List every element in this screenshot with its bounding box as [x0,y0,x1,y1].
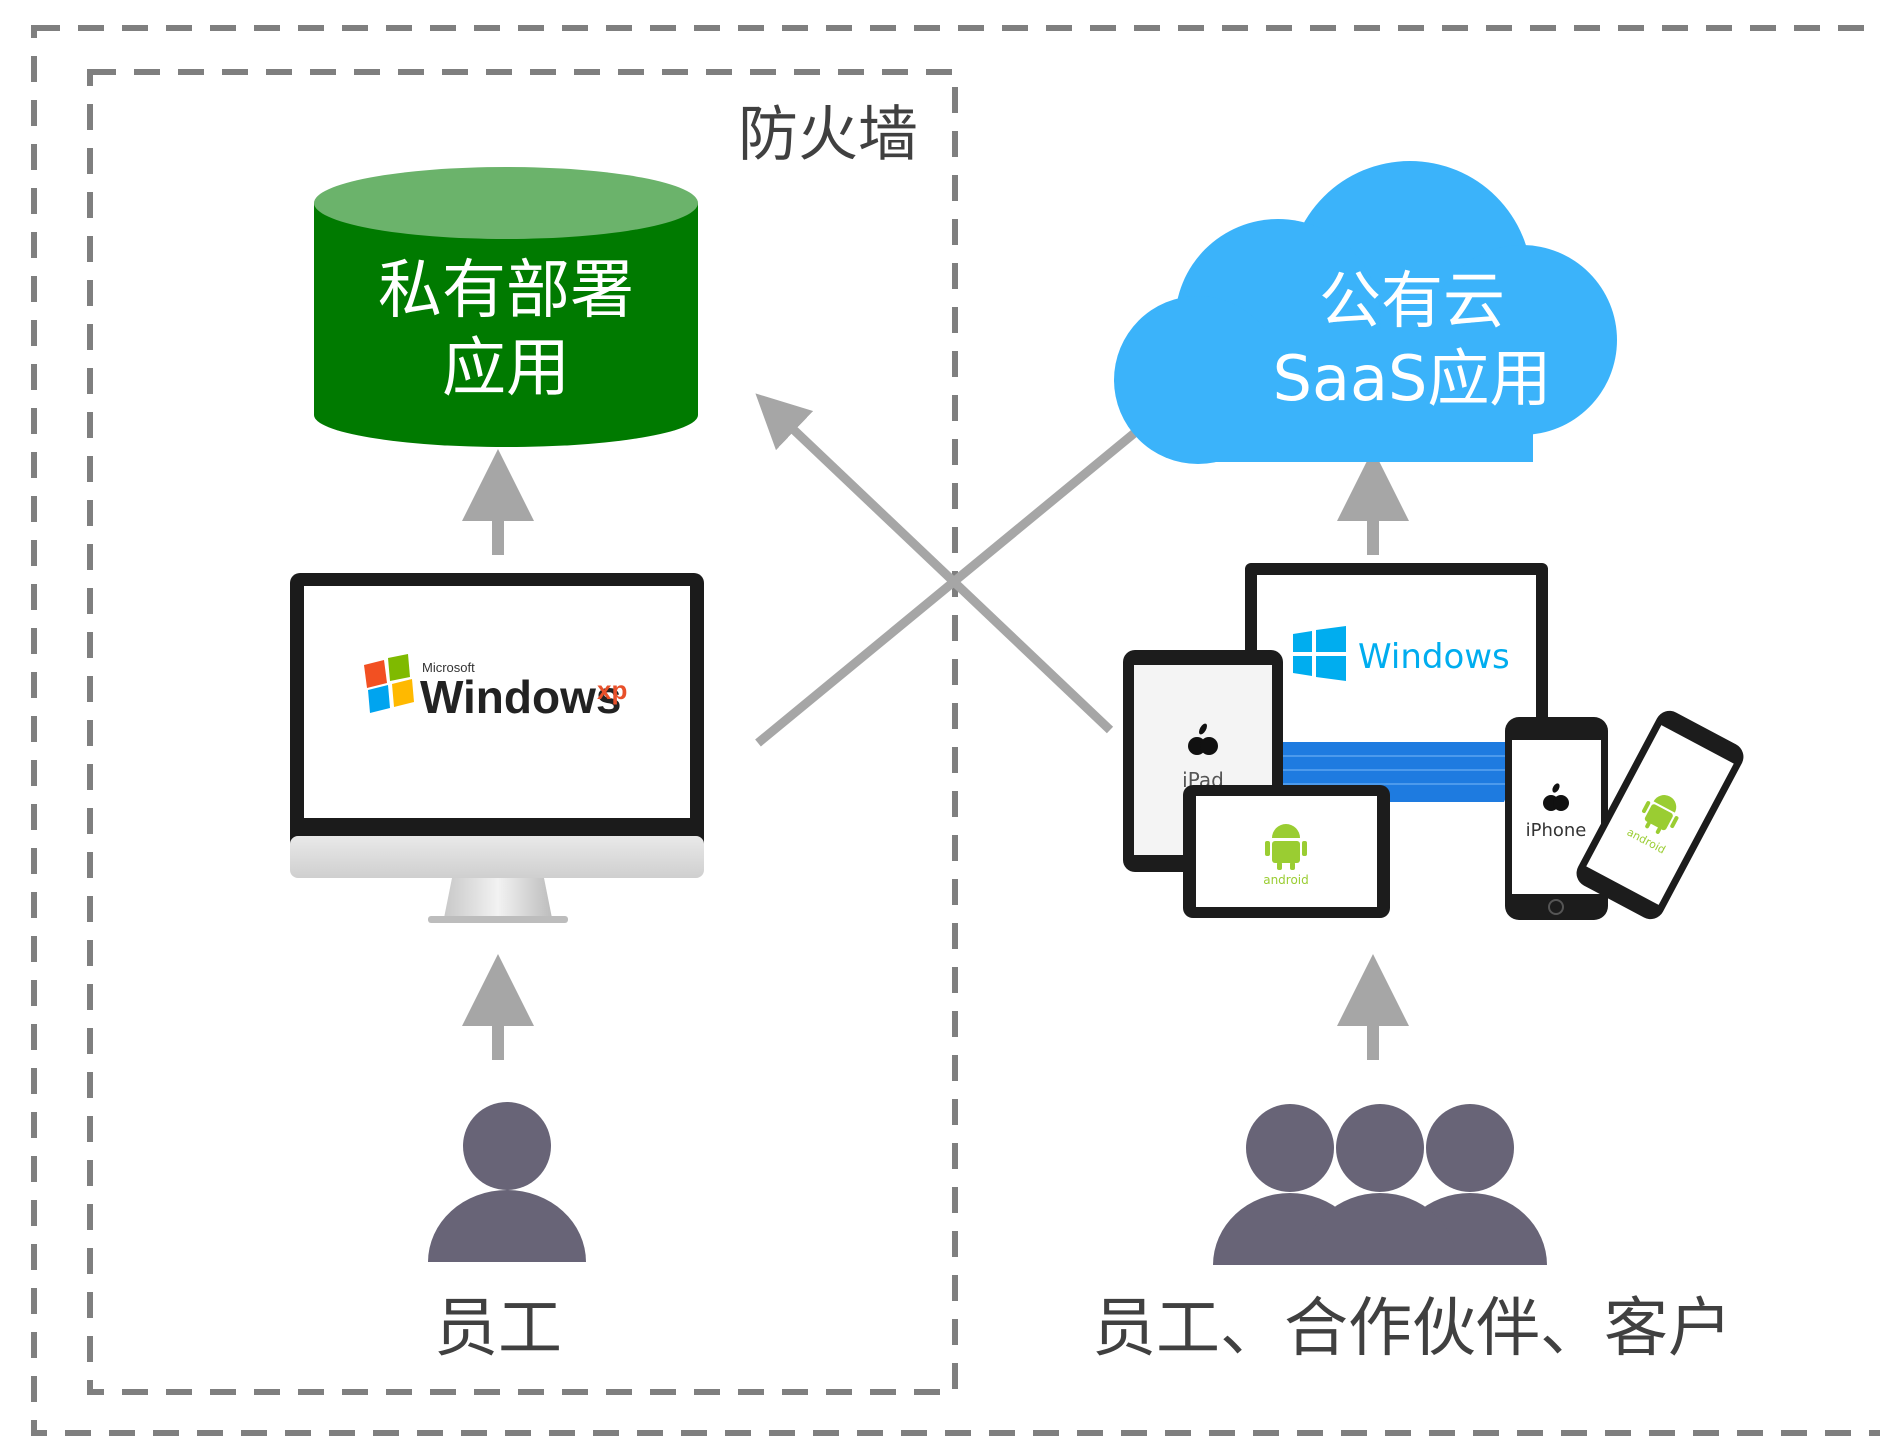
private-label-line2: 应用 [442,332,570,406]
group-users-icon [1213,1104,1547,1265]
firewall-label: 防火墙 [738,100,918,170]
android-tablet: android [1183,785,1390,918]
apple-logo-icon [1543,783,1569,811]
employee-label: 员工 [434,1292,562,1366]
apple-logo-icon [1188,723,1218,755]
monitor-brand: Windows [420,671,621,723]
android-robot-icon [1641,795,1679,834]
arrow-devices-to-private [755,393,1114,734]
outer-boundary [31,25,1880,1436]
android-tablet-label: android [1263,873,1309,887]
cloud-label-line2: SaaS应用 [1273,342,1552,415]
firewall-boundary [87,69,958,1395]
monitor-edition: xp [597,675,627,705]
surface-tablet: Windows [1232,563,1548,802]
group-label: 员工、合作伙伴、客户 [1092,1292,1732,1366]
monitor-brand-small: Microsoft [422,660,475,675]
employee-icon [428,1102,586,1262]
windows-logo-icon [1293,626,1346,681]
public-cloud: 公有云 SaaS应用 [1114,161,1617,464]
arrow-monitor-to-cloud [755,394,1181,747]
android-robot-icon [1265,824,1307,870]
private-label-line1: 私有部署 [378,254,634,328]
windows-xp-monitor: Microsoft Windows xp [290,573,704,923]
iphone-label: iPhone [1526,820,1587,841]
cloud-label-line1: 公有云 [1319,264,1505,337]
windows-label: Windows [1358,637,1510,677]
android-phone: android [1576,710,1744,920]
windows-flag-icon [364,654,414,713]
device-cluster: Windows iPad android [1123,563,1744,920]
private-deployment-database: 私有部署 应用 [314,167,698,447]
